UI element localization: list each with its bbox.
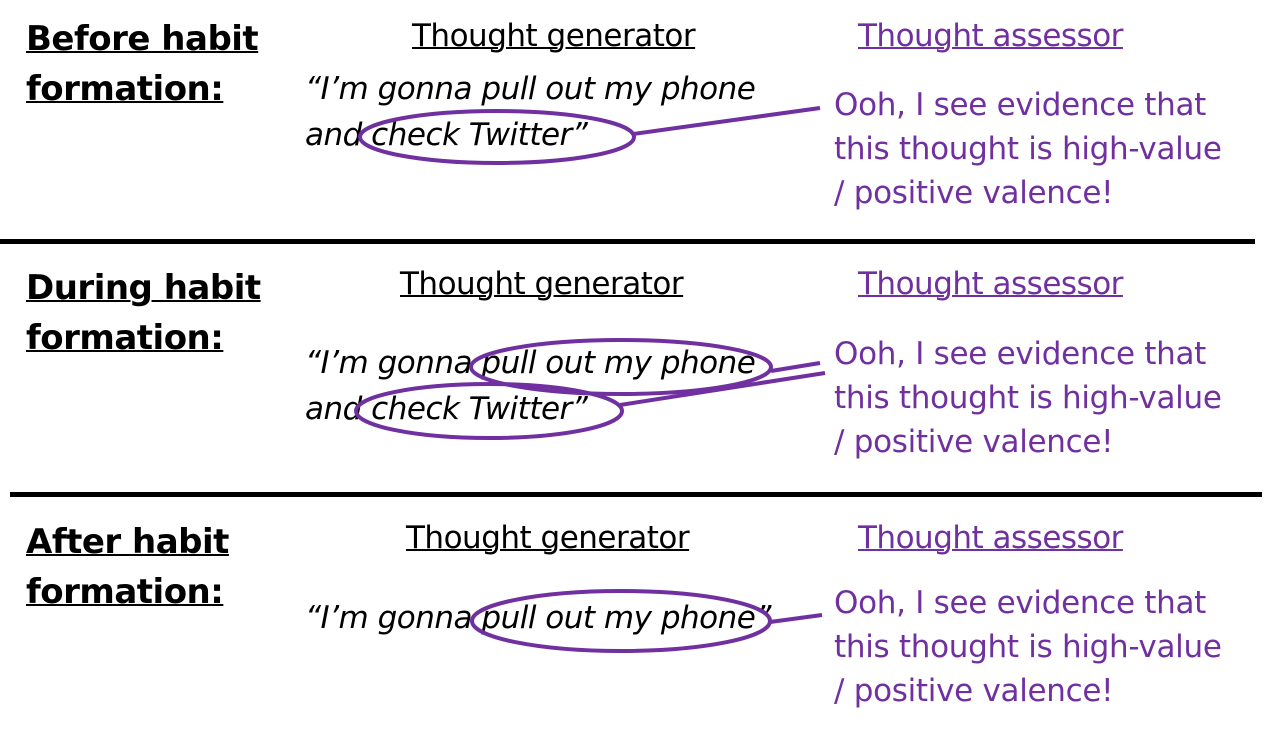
assessment-after-line2: this thought is high-value [834, 629, 1222, 665]
assessor-heading-during: Thought assessor [858, 266, 1123, 302]
highlight-ellipse-pull-out-phone-during [469, 338, 773, 396]
assessment-during-line1: Ooh, I see evidence that [834, 336, 1207, 372]
assessor-heading-before: Thought assessor [858, 18, 1123, 54]
row-label-before-line1: Before habit [26, 19, 259, 59]
connector-line-during-2 [619, 371, 826, 407]
assessment-before-line3: / positive valence! [834, 175, 1114, 211]
generator-heading-after: Thought generator [406, 520, 690, 556]
assessor-heading-after: Thought assessor [858, 520, 1123, 556]
assessment-during-line2: this thought is high-value [834, 380, 1222, 416]
divider-1 [0, 239, 1255, 244]
assessment-during-line3: / positive valence! [834, 424, 1114, 460]
highlight-ellipse-check-twitter-before [358, 109, 636, 165]
thought-after-line1: “I’m gonna pull out my phone” [305, 600, 771, 636]
row-label-during-line2: formation: [26, 318, 224, 358]
row-label-during-line1: During habit [26, 268, 261, 308]
assessment-before-line2: this thought is high-value [834, 131, 1222, 167]
connector-line-before [632, 106, 821, 136]
thought-during-line1: “I’m gonna pull out my phone [305, 345, 756, 381]
assessment-after-line3: / positive valence! [834, 673, 1114, 709]
connector-line-during-1 [770, 361, 821, 373]
row-label-after-line2: formation: [26, 572, 224, 612]
assessment-before-line1: Ooh, I see evidence that [834, 87, 1207, 123]
divider-2 [10, 492, 1262, 497]
generator-heading-during: Thought generator [400, 266, 684, 302]
thought-during-line2: and check Twitter” [305, 391, 588, 427]
highlight-ellipse-check-twitter-during [354, 382, 624, 440]
thought-before-line2: and check Twitter” [305, 117, 588, 153]
assessment-after-line1: Ooh, I see evidence that [834, 585, 1207, 621]
thought-before-line1: “I’m gonna pull out my phone [305, 71, 756, 107]
connector-line-after [769, 613, 823, 624]
row-label-before-line2: formation: [26, 69, 224, 109]
row-label-after-line1: After habit [26, 522, 229, 562]
highlight-ellipse-pull-out-phone-after [470, 589, 772, 653]
generator-heading-before: Thought generator [412, 18, 696, 54]
